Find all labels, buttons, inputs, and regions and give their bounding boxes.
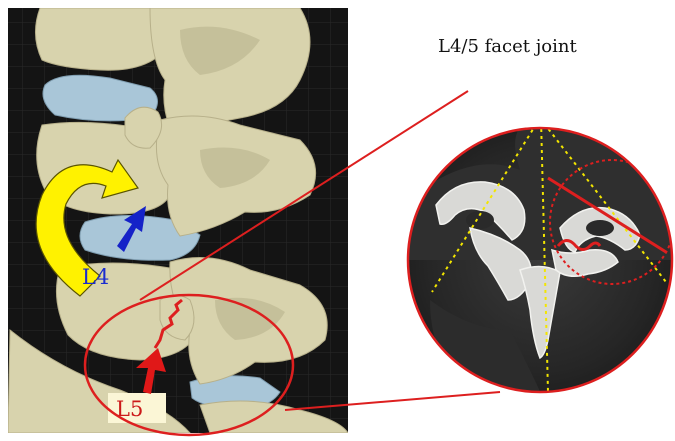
figure-title: L4/5 facet joint xyxy=(438,36,577,57)
ct-right-facet-gap xyxy=(586,220,614,236)
l4-label: L4 xyxy=(82,265,109,289)
upper-vertebral-body xyxy=(35,8,165,70)
